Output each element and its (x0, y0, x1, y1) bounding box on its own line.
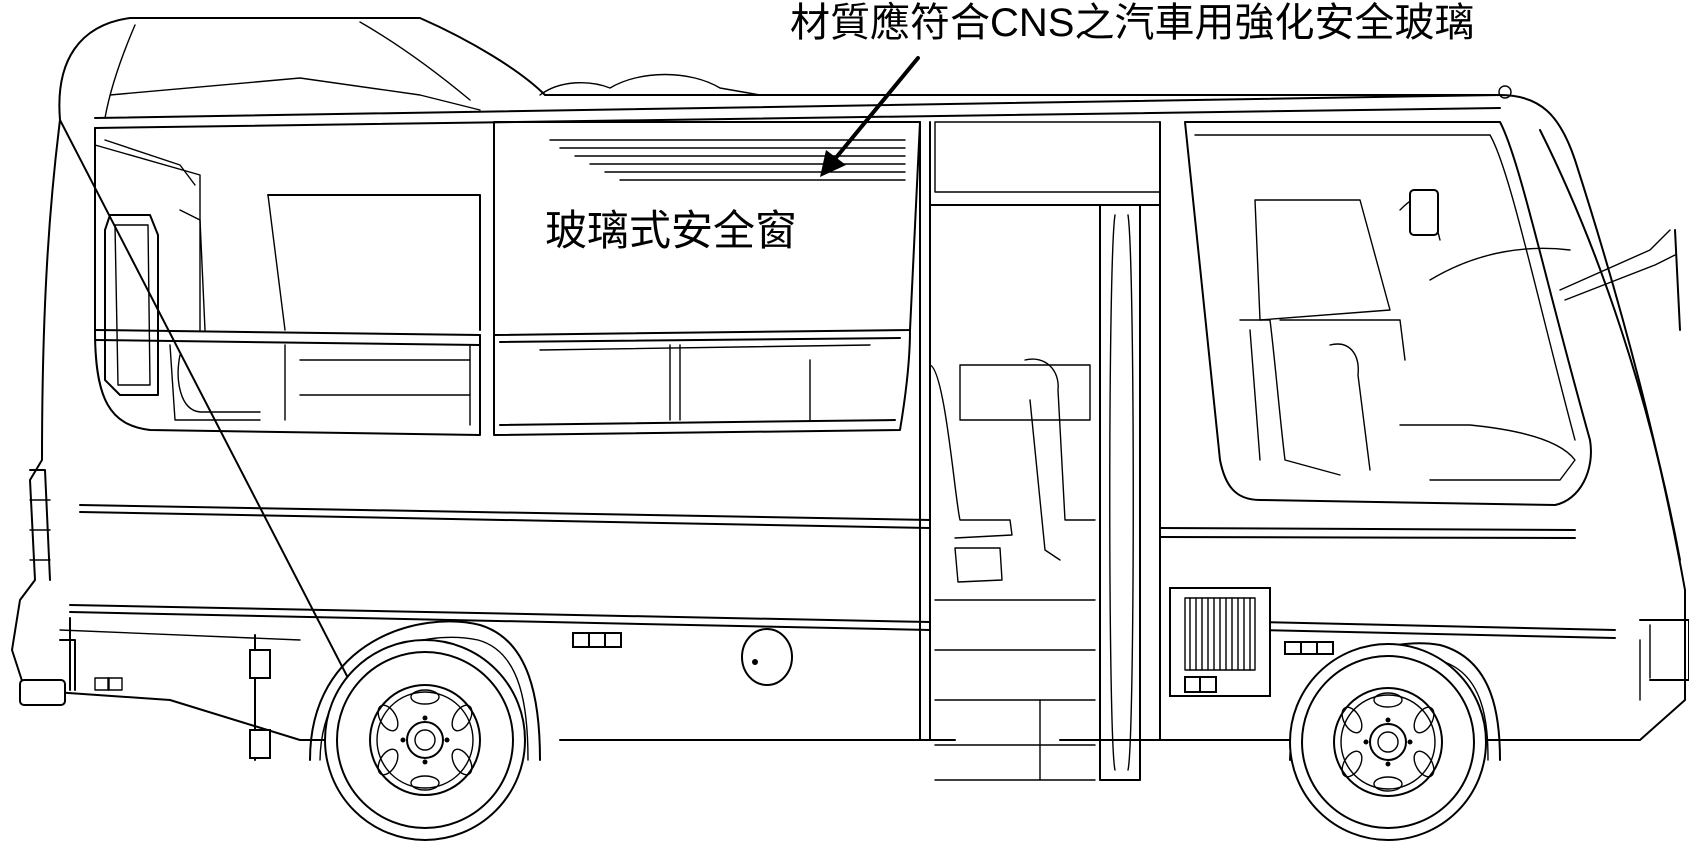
rear-window (94, 127, 481, 436)
passenger-door (919, 121, 1161, 781)
material-note: 材質應符合CNS之汽車用強化安全玻璃 (790, 1, 1474, 45)
driver-window (1184, 121, 1681, 561)
rear-wheel (309, 620, 541, 841)
safety-window-label: 玻璃式安全窗 (545, 206, 797, 255)
lower-details (572, 587, 1689, 701)
front-wheel (1289, 642, 1501, 841)
safety-window: 玻璃式安全窗 (493, 121, 921, 436)
bus-body (11, 17, 1686, 761)
